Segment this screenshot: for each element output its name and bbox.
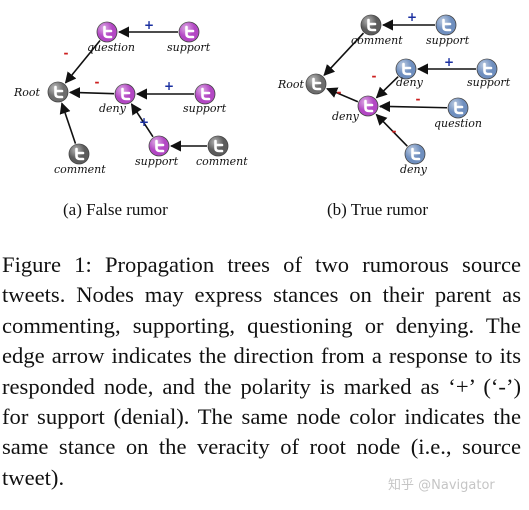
plus-polarity-mark: + — [164, 79, 174, 93]
edge-q-to-root — [64, 40, 101, 84]
edge-c1-to-root — [59, 102, 77, 144]
minus-polarity-mark: - — [416, 92, 421, 106]
edge-c-to-root — [323, 32, 365, 77]
subcaption-true-rumor: (b) True rumor — [327, 200, 428, 219]
node-label-support: support — [135, 155, 179, 168]
minus-polarity-mark: - — [392, 124, 397, 138]
bird-icon — [75, 147, 85, 161]
edge-q-to-d2 — [378, 100, 448, 113]
node-support-s1: support — [426, 14, 470, 47]
node-comment-c2: comment — [196, 135, 248, 168]
subcaption-false-rumor: (a) False rumor — [63, 200, 168, 219]
plus-polarity-mark: + — [139, 115, 149, 129]
node-label-Root: Root — [13, 86, 41, 99]
node-label-Root: Root — [277, 78, 305, 91]
node-support-s3: support — [135, 135, 179, 168]
bird-icon — [201, 87, 211, 101]
node-support-s2: support — [183, 83, 227, 115]
node-label-support: support — [167, 41, 211, 54]
bird-icon — [411, 147, 421, 161]
bird-icon — [312, 77, 322, 91]
node-label-support: support — [426, 34, 470, 47]
bird-icon — [121, 87, 131, 101]
node-deny-d1: deny — [395, 58, 424, 89]
bird-icon — [454, 101, 464, 115]
node-question-q: question — [434, 97, 482, 130]
bird-icon — [367, 18, 377, 32]
bird-icon — [442, 18, 452, 32]
node-label-deny: deny — [400, 163, 428, 176]
node-support-s1: support — [167, 21, 211, 54]
minus-polarity-mark: - — [95, 75, 100, 89]
node-label-support: support — [183, 102, 227, 115]
edge-d1-to-d2 — [375, 76, 399, 99]
edge-d-to-root — [68, 87, 115, 99]
node-label-deny: deny — [99, 102, 127, 115]
node-deny-d: deny — [99, 83, 136, 115]
edge-d2-to-root — [326, 87, 359, 103]
node-deny-d3: deny — [400, 143, 428, 176]
bird-icon — [402, 62, 412, 76]
minus-polarity-mark: - — [337, 85, 342, 99]
minus-polarity-mark: - — [372, 69, 377, 83]
edge-s3-to-d — [130, 103, 154, 138]
bird-icon — [54, 85, 64, 99]
bird-icon — [483, 62, 493, 76]
node-label-comment: comment — [196, 155, 248, 168]
node-root-root: Root — [13, 81, 69, 103]
plus-polarity-mark: + — [444, 55, 454, 69]
node-label-deny: deny — [396, 76, 424, 89]
edge-d3-to-d2 — [375, 113, 408, 147]
bird-icon — [155, 139, 165, 153]
node-support-s2: support — [467, 58, 511, 89]
figure-caption: Figure 1: Propagation trees of two rumor… — [2, 252, 521, 490]
false-rumor-tree: + - + - + Root question support deny support comme… — [13, 18, 248, 176]
minus-polarity-mark: - — [64, 46, 69, 60]
node-label-question: question — [434, 117, 482, 130]
node-root-root: Root — [277, 73, 327, 95]
bird-icon — [214, 139, 224, 153]
plus-polarity-mark: + — [407, 10, 417, 24]
bird-icon — [364, 99, 374, 113]
node-deny-d2: deny — [332, 95, 379, 123]
node-label-deny: deny — [332, 110, 360, 123]
node-question-q: question — [87, 21, 135, 54]
node-comment-c1: comment — [54, 143, 106, 176]
bird-icon — [185, 25, 195, 39]
node-label-support: support — [467, 76, 511, 89]
node-comment-c: comment — [351, 14, 403, 47]
node-label-question: question — [87, 41, 135, 54]
bird-icon — [103, 25, 113, 39]
true-rumor-tree: + - - + - - Root comment support deny support deny q… — [277, 10, 511, 176]
node-label-comment: comment — [351, 34, 403, 47]
node-label-comment: comment — [54, 163, 106, 176]
plus-polarity-mark: + — [144, 18, 154, 32]
